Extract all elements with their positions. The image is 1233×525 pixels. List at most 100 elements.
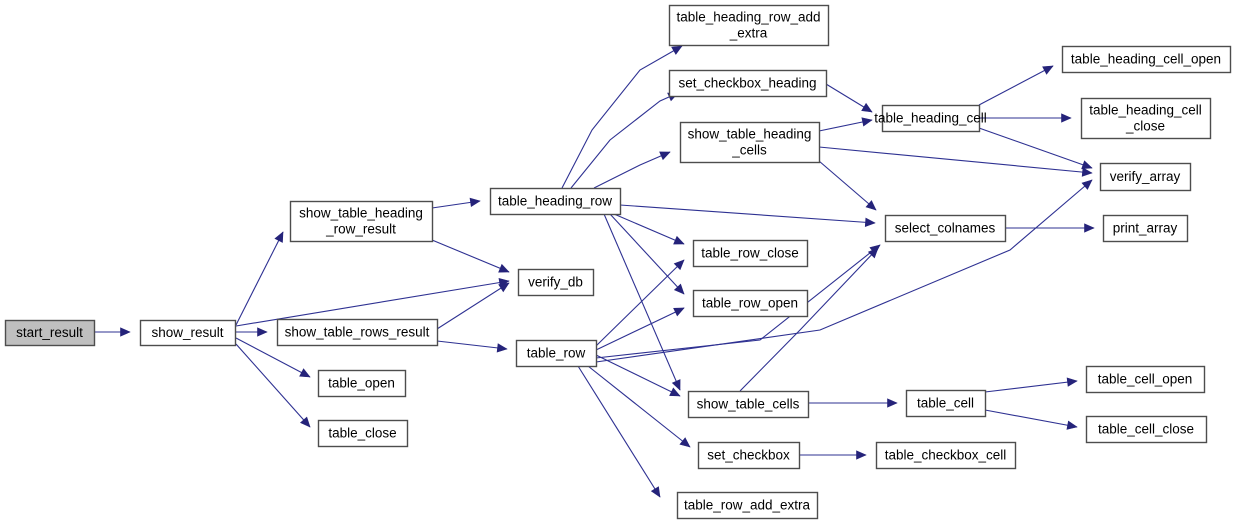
- call-edge: [978, 65, 1054, 106]
- node-label: set_checkbox_heading: [678, 76, 816, 91]
- node-box[interactable]: [1085, 365, 1206, 394]
- arrowhead-icon: [671, 379, 681, 391]
- node-layer: start_result show_result show_table_headin…: [4, 4, 1232, 520]
- arrowhead-icon: [1066, 420, 1078, 430]
- node-box[interactable]: [692, 239, 809, 268]
- graph-node-table_row_close[interactable]: table_row_close: [692, 239, 809, 268]
- node-box[interactable]: [1099, 162, 1192, 192]
- graph-node-show_table_rows_result[interactable]: show_table_rows_result: [276, 318, 439, 347]
- graph-node-show_result[interactable]: show_result: [139, 319, 237, 347]
- graph-node-table_heading_cell[interactable]: table_heading_cell: [874, 104, 987, 133]
- node-label: table_checkbox_cell: [885, 448, 1007, 463]
- node-box[interactable]: [515, 339, 598, 368]
- node-box[interactable]: [317, 369, 407, 398]
- node-box[interactable]: [139, 319, 237, 347]
- arrowhead-icon: [1042, 65, 1054, 75]
- graph-node-table_cell_open[interactable]: table_cell_open: [1085, 365, 1206, 394]
- node-label: print_array: [1113, 221, 1178, 236]
- node-box[interactable]: [1102, 214, 1189, 243]
- node-label: _row_result: [325, 222, 396, 237]
- graph-node-start_result[interactable]: start_result: [4, 319, 96, 347]
- node-box[interactable]: [289, 200, 434, 243]
- call-edge: [587, 365, 691, 448]
- graph-node-verify_db[interactable]: verify_db: [517, 268, 595, 297]
- arrowhead-icon: [673, 235, 685, 245]
- node-label: show_table_heading: [299, 206, 423, 221]
- arrowhead-icon: [1081, 160, 1093, 170]
- node-label: table_heading_cell: [1089, 103, 1202, 118]
- graph-node-table_heading_row[interactable]: table_heading_row: [489, 187, 622, 216]
- call-edge: [603, 213, 681, 391]
- call-edge: [739, 247, 879, 392]
- graph-node-show_table_heading_cells[interactable]: show_table_heading_cells: [679, 121, 821, 164]
- node-box[interactable]: [517, 268, 595, 297]
- call-edge: [593, 151, 671, 189]
- graph-node-show_table_cells[interactable]: show_table_cells: [687, 390, 810, 419]
- node-box[interactable]: [1061, 45, 1232, 74]
- node-box[interactable]: [1085, 415, 1208, 444]
- graph-node-show_table_heading_row_result[interactable]: show_table_heading_row_result: [289, 200, 434, 243]
- graph-node-table_cell_close[interactable]: table_cell_close: [1085, 415, 1208, 444]
- node-label: table_row_add_extra: [684, 498, 811, 513]
- node-box[interactable]: [489, 187, 622, 216]
- node-box[interactable]: [905, 389, 987, 418]
- node-label: _extra: [729, 26, 768, 41]
- arrowhead-icon: [274, 231, 284, 243]
- graph-node-table_row_open[interactable]: table_row_open: [692, 289, 809, 318]
- node-box[interactable]: [875, 441, 1017, 470]
- node-label: verify_db: [528, 275, 583, 290]
- arrowhead-icon: [498, 263, 510, 273]
- graph-node-print_array[interactable]: print_array: [1102, 214, 1189, 243]
- call-edge: [595, 244, 881, 359]
- node-box[interactable]: [668, 69, 828, 98]
- graph-node-table_checkbox_cell[interactable]: table_checkbox_cell: [875, 441, 1017, 470]
- arrowhead-icon: [1061, 113, 1072, 123]
- node-label: table_heading_cell_open: [1071, 52, 1221, 67]
- node-box[interactable]: [881, 104, 981, 133]
- graph-node-table_row_add_extra[interactable]: table_row_add_extra: [676, 491, 819, 520]
- node-label: show_table_cells: [697, 397, 800, 412]
- arrowhead-icon: [650, 486, 661, 498]
- graph-node-table_heading_cell_open[interactable]: table_heading_cell_open: [1061, 45, 1232, 74]
- node-label: table_row: [527, 346, 586, 361]
- graph-node-table_close[interactable]: table_close: [317, 419, 409, 448]
- node-label: table_heading_row_add: [676, 10, 820, 25]
- call-edge: [613, 213, 685, 245]
- node-box[interactable]: [692, 289, 809, 318]
- node-label: _cells: [731, 143, 767, 158]
- call-edge: [619, 204, 876, 224]
- arrowhead-icon: [659, 151, 671, 161]
- graph-node-table_heading_row_add_extra[interactable]: table_heading_row_add_extra: [668, 4, 830, 47]
- call-edge: [978, 127, 1093, 169]
- node-label: table_row_close: [701, 246, 799, 261]
- node-box[interactable]: [687, 390, 810, 419]
- node-label: show_table_heading: [688, 127, 812, 142]
- graph-node-set_checkbox[interactable]: set_checkbox: [697, 441, 801, 470]
- graph-node-table_row[interactable]: table_row: [515, 339, 598, 368]
- node-box[interactable]: [676, 491, 819, 520]
- node-label: table_heading_cell: [874, 111, 987, 126]
- arrowhead-icon: [673, 283, 685, 295]
- node-box[interactable]: [679, 121, 821, 164]
- node-box[interactable]: [317, 419, 409, 448]
- arrowhead-icon: [469, 197, 481, 208]
- arrowhead-icon: [496, 343, 508, 353]
- graph-node-table_heading_cell_close[interactable]: table_heading_cell_close: [1080, 97, 1212, 140]
- arrowhead-icon: [864, 217, 876, 227]
- node-box[interactable]: [276, 318, 439, 347]
- node-box[interactable]: [884, 214, 1007, 243]
- graph-node-table_open[interactable]: table_open: [317, 369, 407, 398]
- node-box[interactable]: [668, 4, 830, 47]
- call-edge: [561, 45, 683, 189]
- call-edge: [984, 380, 1078, 393]
- graph-node-set_checkbox_heading[interactable]: set_checkbox_heading: [668, 69, 828, 98]
- call-edge: [818, 146, 1093, 174]
- node-box[interactable]: [4, 319, 96, 347]
- node-box[interactable]: [697, 441, 801, 470]
- graph-node-verify_array[interactable]: verify_array: [1099, 162, 1192, 192]
- call-edge: [595, 179, 1093, 363]
- node-label: table_heading_row: [498, 194, 612, 209]
- node-box[interactable]: [1080, 97, 1212, 140]
- graph-node-select_colnames[interactable]: select_colnames: [884, 214, 1007, 243]
- graph-node-table_cell[interactable]: table_cell: [905, 389, 987, 418]
